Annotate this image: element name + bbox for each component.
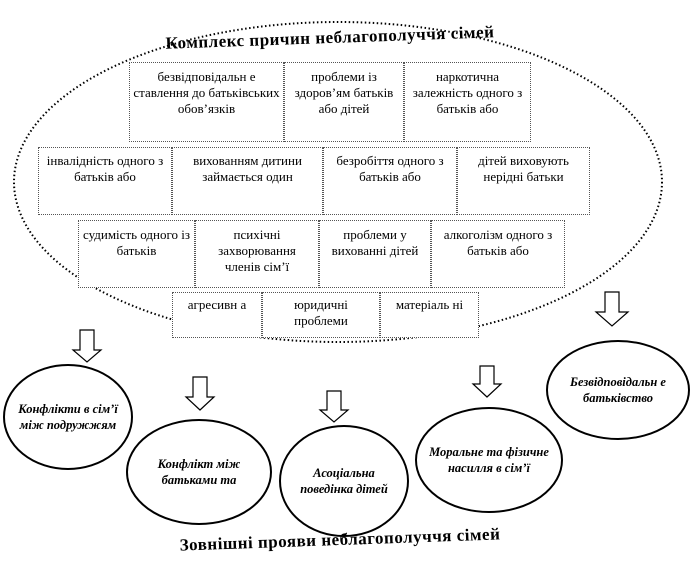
arrow-down-icon xyxy=(594,291,630,327)
cause-legal-problems: юридичні проблеми xyxy=(262,292,380,338)
arrow-down-icon xyxy=(184,376,216,411)
cause-single-parent: вихованням дитини займається один xyxy=(172,147,323,215)
oval-outline xyxy=(279,425,409,537)
cause-health-problems: проблеми із здоров’ям батьків або дітей xyxy=(284,62,404,142)
arrow-down-icon xyxy=(318,390,350,423)
cause-drug-addiction: наркотична залежність одного з батьків а… xyxy=(404,62,531,142)
cause-aggressive: агресивн а xyxy=(172,292,262,338)
oval-outline xyxy=(126,419,272,525)
cause-disability: інвалідність одного з батьків або xyxy=(38,147,172,215)
cause-unemployment: безробіття одного з батьків або xyxy=(323,147,457,215)
manifestation-parent-conflict: Конфлікт між батьками та xyxy=(157,457,241,487)
cause-alcoholism: алкоголізм одного з батьків або xyxy=(431,220,565,288)
manifestation-asocial-behavior: Асоціальна поведінка дітей xyxy=(300,466,388,496)
cause-upbringing-problems: проблеми у вихованні дітей xyxy=(319,220,431,288)
manifestation-irresponsible-parenting: Безвідповідальн е батьківство xyxy=(570,375,666,405)
cause-financial: матеріаль ні xyxy=(380,292,479,338)
manifestation-violence: Моральне та фізичне насилля в сім’ї xyxy=(429,445,549,475)
arrow-down-icon xyxy=(71,329,103,363)
cause-criminal-record: судимість одного із батьків xyxy=(78,220,195,288)
oval-outline xyxy=(3,364,133,470)
cause-mental-illness: психічні захворювання членів сім’ї xyxy=(195,220,319,288)
cause-step-parents: дітей виховують нерідні батьки xyxy=(457,147,590,215)
arrow-down-icon xyxy=(471,365,503,398)
oval-outline xyxy=(415,407,563,513)
causes-ellipse xyxy=(13,21,663,343)
oval-outline xyxy=(546,340,690,440)
manifestation-spousal-conflict: Конфлікти в сім’ї між подружжям xyxy=(18,402,118,432)
cause-irresponsible-attitude: безвідповідальн е ставлення до батьківсь… xyxy=(129,62,284,142)
